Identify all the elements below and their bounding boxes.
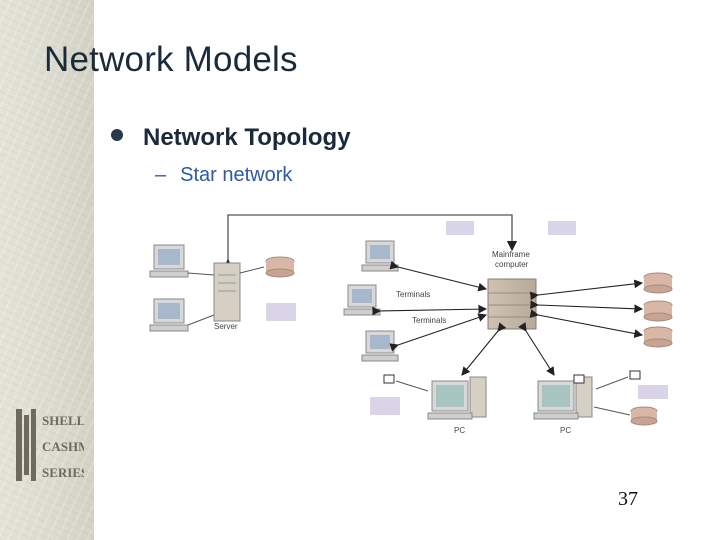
terminal-icon bbox=[361, 330, 399, 362]
terminals-label-lower: Terminals bbox=[412, 316, 446, 325]
bullet-text: Network Topology bbox=[143, 124, 351, 151]
slide-title: Network Models bbox=[44, 40, 298, 79]
terminal-icon bbox=[361, 240, 399, 272]
disk-icon bbox=[265, 256, 295, 278]
logo-line-1: SHELLY bbox=[42, 413, 84, 428]
mainframe-label-2: computer bbox=[495, 260, 529, 269]
terminals-label-upper: Terminals bbox=[396, 290, 430, 299]
star-network-diagram: Server Mainframe computer bbox=[149, 214, 673, 435]
server-label: Server bbox=[214, 322, 238, 331]
logo-line-3: SERIES bbox=[42, 465, 84, 480]
printer-icon bbox=[629, 370, 641, 380]
mainframe-label-1: Mainframe bbox=[492, 250, 530, 259]
pc-icon bbox=[149, 298, 189, 332]
label-tag bbox=[638, 385, 668, 399]
pc-icon bbox=[533, 376, 593, 420]
disk-icon bbox=[643, 300, 673, 322]
server-icon bbox=[213, 262, 241, 322]
printer-icon bbox=[573, 374, 585, 384]
pc-label-left: PC bbox=[454, 426, 465, 435]
sub-bullet-text: Star network bbox=[180, 164, 293, 186]
bullet-dot-icon bbox=[111, 129, 123, 141]
dash-icon: – bbox=[155, 164, 167, 186]
logo-line-2: CASHMAN bbox=[42, 439, 84, 454]
top-connector bbox=[222, 214, 518, 270]
pc-label-right: PC bbox=[560, 426, 571, 435]
terminal-icon bbox=[343, 284, 381, 316]
printer-icon bbox=[383, 374, 395, 384]
disk-icon bbox=[630, 406, 658, 426]
mainframe-icon bbox=[487, 278, 537, 330]
mainframe-group: Mainframe computer Terminals Termina bbox=[343, 221, 673, 435]
label-tag bbox=[548, 221, 576, 235]
sidebar-texture bbox=[0, 0, 94, 540]
shelly-cashman-series-logo: SHELLY CASHMAN SERIES bbox=[16, 409, 84, 481]
pc-icon bbox=[427, 376, 487, 420]
sub-bullet-star-network: –Star network bbox=[155, 164, 292, 187]
page-number: 37 bbox=[618, 488, 638, 510]
disk-icon bbox=[643, 326, 673, 348]
server-group: Server bbox=[149, 244, 296, 332]
label-tag bbox=[370, 397, 400, 415]
pc-icon bbox=[149, 244, 189, 278]
label-tag bbox=[446, 221, 474, 235]
disk-icon bbox=[643, 272, 673, 294]
bullet-network-topology: Network Topology bbox=[111, 124, 351, 152]
printer-icon bbox=[266, 303, 296, 321]
